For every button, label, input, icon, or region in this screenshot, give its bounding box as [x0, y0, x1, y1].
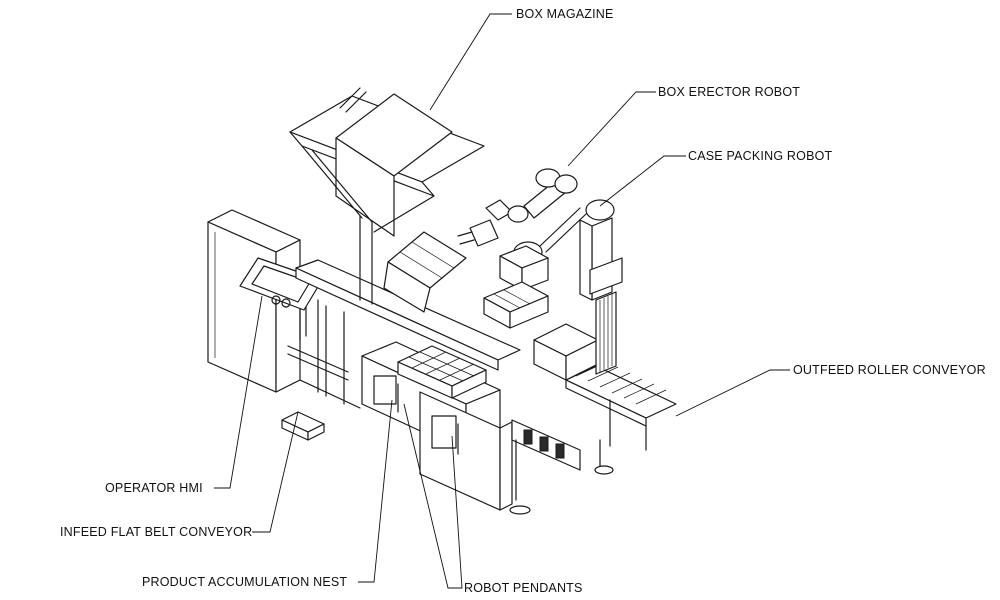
- label-operator-hmi: OPERATOR HMI: [105, 481, 203, 495]
- accumulation-nest: [397, 345, 487, 399]
- outfeed-conveyor: [565, 361, 677, 451]
- pedestal-foot: [281, 411, 325, 441]
- tilted-box: [383, 231, 467, 313]
- label-product-accumulation-nest: PRODUCT ACCUMULATION NEST: [142, 575, 348, 589]
- box-magazine: [289, 87, 485, 305]
- label-robot-pendants: ROBOT PENDANTS: [464, 581, 583, 595]
- label-outfeed-roller-conveyor: OUTFEED ROLLER CONVEYOR: [793, 363, 986, 377]
- leader-lines: [214, 13, 790, 589]
- box-erector-robot: [457, 168, 578, 247]
- label-box-magazine: BOX MAGAZINE: [516, 7, 614, 21]
- erected-box: [533, 323, 599, 381]
- label-case-packing-robot: CASE PACKING ROBOT: [688, 149, 833, 163]
- infeed-conveyor: [287, 259, 521, 409]
- pneumatics: [509, 419, 614, 515]
- label-infeed-flat-belt-conveyor: INFEED FLAT BELT CONVEYOR: [60, 525, 253, 539]
- gripper-robot: [483, 241, 549, 329]
- label-box-erector-robot: BOX ERECTOR ROBOT: [658, 85, 801, 99]
- case-packing-robot: [539, 199, 623, 375]
